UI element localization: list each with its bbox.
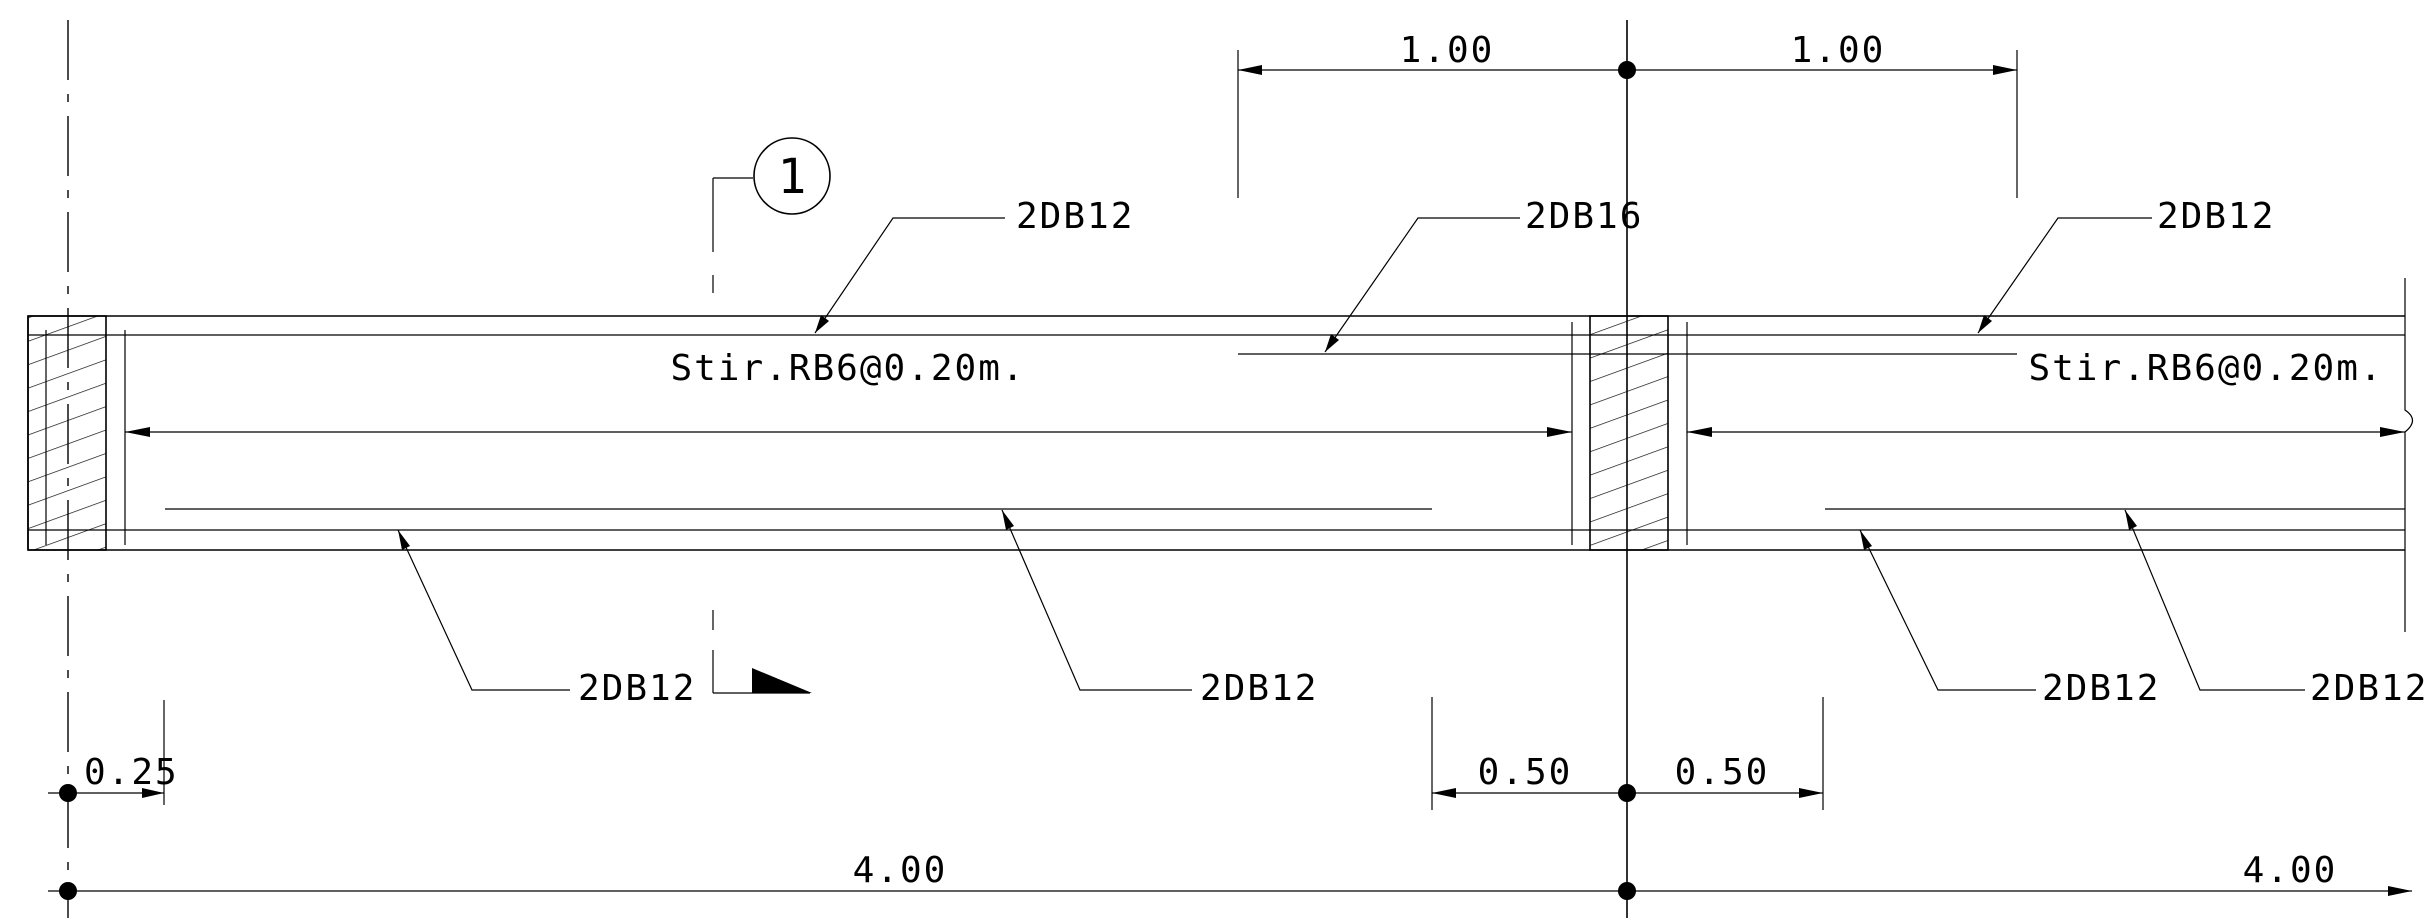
leader-bottom-left-1: 2DB12 <box>397 529 696 709</box>
section-cut-marker: 1 <box>712 137 831 694</box>
leader-bottom-left-2: 2DB12 <box>1001 509 1318 709</box>
leader-top-middle: 2DB16 <box>1324 196 1643 353</box>
svg-text:2DB16: 2DB16 <box>1525 196 1643 237</box>
svg-text:Stir.RB6@0.20m.: Stir.RB6@0.20m. <box>2028 348 2383 389</box>
stirrup-dimension-right: Stir.RB6@0.20m. <box>1687 348 2405 437</box>
svg-text:0.50: 0.50 <box>1478 752 1573 793</box>
leader-top-left: 2DB12 <box>814 196 1134 334</box>
dimension-support-left: 0.25 <box>48 700 179 805</box>
svg-text:2DB12: 2DB12 <box>2310 668 2428 709</box>
dimension-middle: 0.50 0.50 <box>1431 697 1824 810</box>
leader-bottom-right-1: 2DB12 <box>1859 529 2160 709</box>
svg-text:0.50: 0.50 <box>1675 752 1770 793</box>
section-number: 1 <box>778 149 807 205</box>
stirrup-dimension-left: Stir.RB6@0.20m. <box>125 348 1572 437</box>
svg-text:0.25: 0.25 <box>84 752 179 793</box>
svg-text:Stir.RB6@0.20m.: Stir.RB6@0.20m. <box>670 348 1025 389</box>
dimension-span: 4.00 4.00 <box>48 850 2412 900</box>
section-circle <box>753 137 831 215</box>
svg-text:2DB12: 2DB12 <box>1200 668 1318 709</box>
dimension-top: 1.00 1.00 <box>1237 30 2018 198</box>
svg-text:1.00: 1.00 <box>1791 30 1886 71</box>
support-left-hatch <box>27 315 107 551</box>
svg-text:4.00: 4.00 <box>853 850 948 891</box>
support-middle-hatch <box>1589 315 1669 551</box>
leader-bottom-right-2: 2DB12 <box>2124 509 2428 709</box>
svg-text:4.00: 4.00 <box>2243 850 2338 891</box>
svg-text:2DB12: 2DB12 <box>1016 196 1134 237</box>
svg-text:2DB12: 2DB12 <box>578 668 696 709</box>
leader-top-right: 2DB12 <box>1977 196 2275 334</box>
svg-text:2DB12: 2DB12 <box>2157 196 2275 237</box>
beam-body <box>27 278 2414 632</box>
svg-text:1.00: 1.00 <box>1400 30 1495 71</box>
svg-text:2DB12: 2DB12 <box>2042 668 2160 709</box>
